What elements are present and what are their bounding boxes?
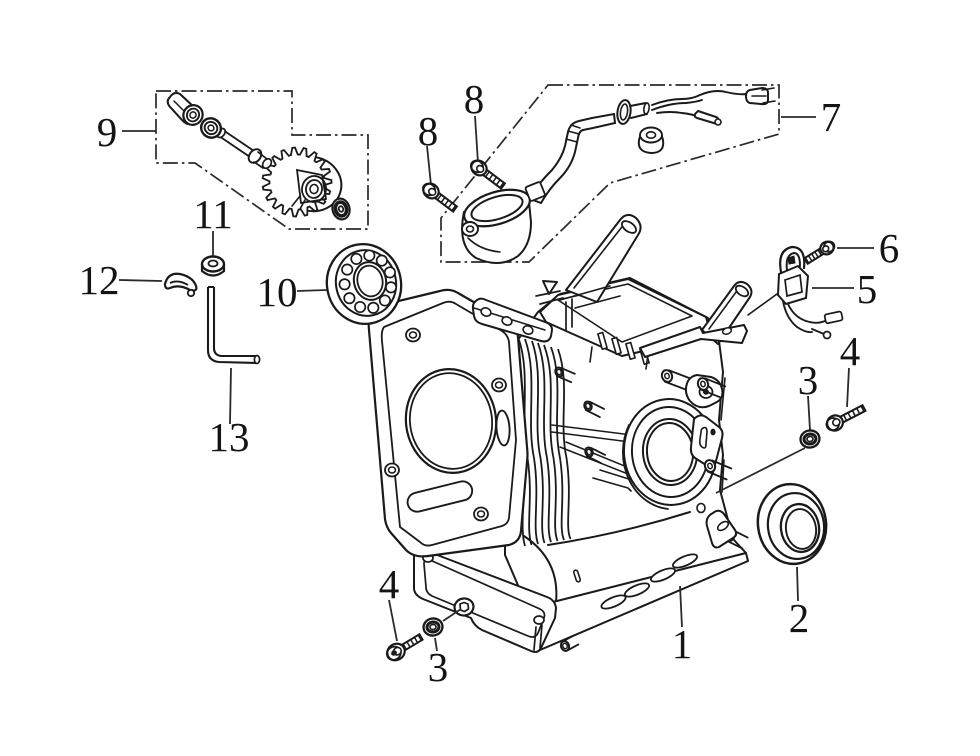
svg-text:4: 4 (379, 561, 400, 607)
svg-text:13: 13 (209, 414, 250, 460)
svg-text:3: 3 (798, 357, 819, 403)
svg-text:2: 2 (789, 595, 810, 641)
svg-text:10: 10 (257, 269, 298, 315)
svg-text:4: 4 (840, 328, 861, 374)
svg-text:7: 7 (821, 94, 842, 140)
svg-text:11: 11 (193, 191, 232, 237)
svg-text:12: 12 (79, 257, 120, 303)
svg-text:1: 1 (672, 621, 693, 667)
svg-text:8: 8 (464, 76, 485, 122)
svg-text:6: 6 (879, 225, 900, 271)
svg-text:3: 3 (428, 644, 449, 690)
svg-text:9: 9 (97, 109, 118, 155)
svg-text:5: 5 (857, 266, 878, 312)
svg-text:8: 8 (418, 108, 439, 154)
